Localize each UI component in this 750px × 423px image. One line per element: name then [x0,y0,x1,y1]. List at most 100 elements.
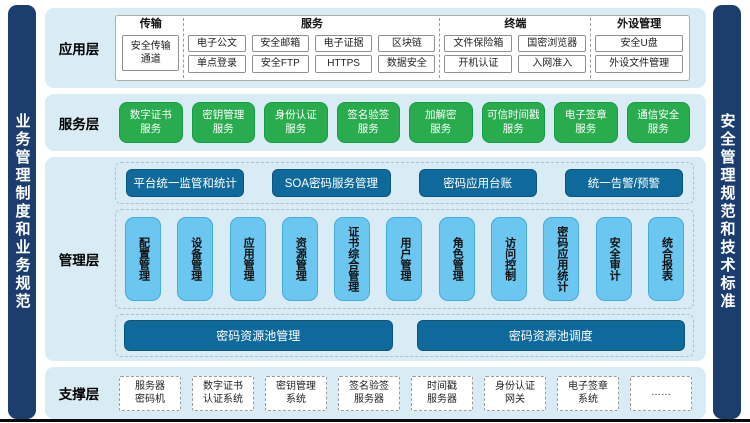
app-box: HTTPS [314,55,373,73]
management-modules-row: 配置管理 设备管理 应用管理 资源管理 证书综合管理 用户管理 角色管理 访问控… [115,208,694,309]
app-box: 数据安全 [378,55,436,73]
service-box-line: 可信时间戳 [487,108,540,121]
support-box-line: 时间戳 [427,380,457,392]
layer-label-service: 服务层 [58,116,100,132]
app-box: 开机认证 [444,55,513,73]
service-box: 加解密 服务 [409,102,473,143]
app-box: 单点登录 [188,55,246,73]
app-box-line: 通道 [140,53,161,65]
module-box-label: 用户管理 [398,236,411,281]
module-box-label: 证书综合管理 [346,225,359,292]
module-box-label: 统合报表 [660,236,673,281]
support-box-line: 身份认证 [495,380,535,392]
group-services: 服务 电子公文 安全邮箱 电子证据 区块链 单点登录 安全FTP HTTPS 数… [183,18,439,78]
support-box-line: 网关 [505,394,525,405]
app-box: 安全邮箱 [251,34,309,53]
module-box-label: 配置管理 [137,236,150,281]
app-box-line: 安全传输 [130,40,171,52]
module-box-label: 设备管理 [189,236,202,281]
module-box: 用户管理 [386,216,423,301]
service-box: 签名验签 服务 [336,102,400,143]
service-box-line: 服务 [212,122,234,135]
service-box-line: 签名验签 [347,108,390,121]
support-box-line: 服务器 [135,380,165,392]
service-box-line: 数字证书 [129,108,172,121]
layer-application: 应用层 传输 安全传输 通道 服务 电子公文 安全邮箱 电子证据 区块链 [45,8,706,88]
layer-label-management: 管理层 [58,253,100,268]
service-boxes-row: 数字证书 服务 密钥管理 服务 身份认证 服务 签名验签 服务 加解密 服务 可… [119,102,690,143]
group-title-transmission: 传输 [139,18,162,30]
manage-button: 平台统一监管和统计 [126,168,245,197]
group-terminal: 终端 文件保险箱 国密浏览器 开机认证 入网准入 [439,18,590,78]
group-title-terminal: 终端 [504,18,527,30]
support-box: 数字证书 认证系统 [192,375,254,411]
support-box-line: 数字证书 [203,380,243,392]
left-pillar: 业务管理制度和业务规范 [8,5,36,419]
service-box-line: 服务 [357,122,379,135]
right-pillar: 安全管理规范和技术标准 [713,5,741,419]
service-box-line: 加解密 [425,108,457,121]
app-box: 国密浏览器 [518,34,587,53]
service-box-line: 服务 [140,122,162,135]
support-box-line: 电子签章 [568,380,608,392]
app-box: 电子公文 [188,34,246,53]
support-box-line: 认证系统 [203,394,243,405]
module-box-label: 应用管理 [242,236,255,281]
layer-service: 服务层 数字证书 服务 密钥管理 服务 身份认证 服务 签名验签 服务 加解密 … [45,94,706,151]
service-box: 身份认证 服务 [264,102,328,143]
service-box-line: 服务 [502,122,524,135]
group-title-peripheral: 外设管理 [617,18,662,30]
support-box-line: 密码机 [135,394,165,405]
manage-button: 统一告警/预警 [564,168,683,197]
service-box: 通信安全 服务 [626,102,690,143]
service-box: 密钥管理 服务 [191,102,255,143]
manage-button: SOA密码服务管理 [272,168,391,197]
service-box-line: 服务 [647,122,669,135]
support-box-line: 密钥管理 [276,380,316,392]
service-box-line: 服务 [575,122,597,135]
service-box: 数字证书 服务 [119,102,183,143]
module-box: 统合报表 [647,216,684,301]
pool-button: 密码资源池调度 [416,319,685,351]
support-box-line: 服务器 [354,394,384,405]
support-box-line: 服务器 [427,394,457,405]
app-box: 安全FTP [251,55,309,73]
layer-label-application: 应用层 [58,42,100,57]
management-pool-row: 密码资源池管理 密码资源池调度 [115,313,694,357]
module-box-label: 角色管理 [451,236,464,281]
pool-button: 密码资源池管理 [124,319,393,351]
management-content: 平台统一监管和统计 SOA密码服务管理 密码应用台账 统一告警/预警 配置管理 … [115,161,694,357]
support-box: …… [630,375,692,411]
right-pillar-label: 安全管理规范和技术标准 [718,113,736,311]
group-title-services: 服务 [300,18,323,30]
bottom-border-line [0,419,750,422]
module-box-label: 资源管理 [294,236,307,281]
support-box: 电子签章 系统 [557,375,619,411]
service-box: 可信时间戳 服务 [481,102,545,143]
app-box: 安全U盘 [595,34,683,53]
app-box: 外设文件管理 [595,55,683,73]
module-box: 资源管理 [281,216,318,301]
service-box-line: 电子签章 [564,108,607,121]
support-box: 时间戳 服务器 [411,375,473,411]
module-box: 应用管理 [229,216,266,301]
application-groups-container: 传输 安全传输 通道 服务 电子公文 安全邮箱 电子证据 区块链 单点登 [115,15,690,81]
support-box-line: 系统 [578,394,598,405]
layer-label-support: 支撑层 [58,387,100,402]
module-box: 访问控制 [491,216,528,301]
module-box: 证书综合管理 [334,216,371,301]
support-box: 签名验签 服务器 [338,375,400,411]
support-box-line: 签名验签 [349,380,389,392]
app-box: 安全传输 通道 [122,34,180,71]
support-box-line: 系统 [286,394,306,405]
app-box: 电子证据 [314,34,373,53]
layer-support: 支撑层 服务器 密码机 数字证书 认证系统 密钥管理 系统 签名验签 服务器 时… [45,367,706,419]
support-box: 服务器 密码机 [119,375,181,411]
app-box: 入网准入 [518,55,587,73]
module-box: 密码应用统计 [543,216,580,301]
service-box-line: 服务 [285,122,307,135]
group-transmission: 传输 安全传输 通道 [118,18,183,78]
module-box-label: 安全审计 [608,236,621,281]
service-box-line: 通信安全 [637,108,680,121]
